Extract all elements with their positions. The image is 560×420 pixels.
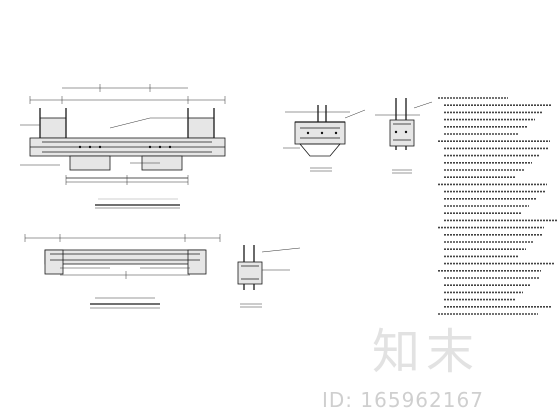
detail-bottom-middle <box>237 245 301 308</box>
rebar-dots <box>78 145 172 149</box>
watermark-id: ID: 165962167 <box>322 388 484 412</box>
notes-block <box>438 97 558 315</box>
detail-top-right <box>375 98 433 174</box>
watermark-brand: 知末 <box>372 324 481 380</box>
detail-bottom-left <box>24 234 221 309</box>
detail-top-middle <box>283 105 366 172</box>
detail-top-left <box>20 84 226 209</box>
